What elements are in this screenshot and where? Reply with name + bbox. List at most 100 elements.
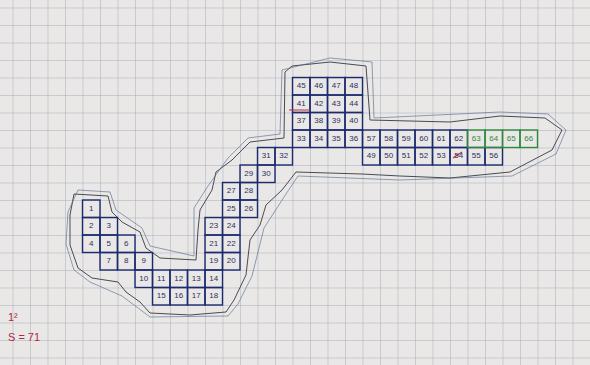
counted-square [258,148,276,166]
square-number: 45 [297,82,306,90]
counted-square [380,148,398,166]
square-number: 64 [489,135,498,143]
square-number: 59 [402,135,411,143]
pencil-outline-second [66,58,566,317]
square-number: 60 [419,135,428,143]
counted-square [223,253,241,271]
square-number: 54 [454,152,463,160]
square-number: 32 [279,152,288,160]
counted-square [240,183,258,201]
counted-square [345,78,363,96]
square-number: 40 [349,117,358,125]
counted-square [450,148,468,166]
square-number: 26 [244,205,253,213]
counted-square [415,148,433,166]
counted-squares [83,78,538,306]
square-number: 48 [349,82,358,90]
square-number: 17 [192,292,201,300]
counted-square [450,130,468,148]
counted-square [83,200,101,218]
square-number: 19 [209,257,218,265]
square-number: 57 [367,135,376,143]
square-number: 42 [314,100,323,108]
square-number: 51 [402,152,411,160]
counted-square [170,288,188,306]
square-number: 29 [244,170,253,178]
square-number: 33 [297,135,306,143]
counted-square [83,218,101,236]
square-number: 28 [244,187,253,195]
square-number: 30 [262,170,271,178]
counted-square [100,253,118,271]
square-number: 58 [384,135,393,143]
square-number: 56 [489,152,498,160]
counted-square [188,270,206,288]
counted-square [328,95,346,113]
square-number: 21 [209,240,218,248]
counted-square [485,148,503,166]
square-number: 35 [332,135,341,143]
pencil-outline [70,62,562,315]
counted-square [328,78,346,96]
square-number: 3 [107,222,111,230]
counted-square [100,235,118,253]
square-number: 61 [437,135,446,143]
square-number: 52 [419,152,428,160]
square-number: 36 [349,135,358,143]
square-number: 43 [332,100,341,108]
square-number: 12 [174,275,183,283]
counted-square [223,218,241,236]
square-number: 20 [227,257,236,265]
counted-square [380,130,398,148]
square-number: 18 [209,292,218,300]
counted-square [328,130,346,148]
square-number: 25 [227,205,236,213]
area-note: 1² [8,312,18,323]
square-number: 50 [384,152,393,160]
square-number: 66 [524,135,533,143]
counted-square [153,288,171,306]
square-number: 2 [89,222,93,230]
square-number: 55 [472,152,481,160]
counted-square [310,95,328,113]
counted-square [293,113,311,131]
counted-square [468,148,486,166]
counted-square [135,253,153,271]
counted-square [223,235,241,253]
counted-square [293,78,311,96]
counted-square [118,235,136,253]
counted-square [468,130,486,148]
square-number: 11 [157,275,165,283]
counted-square [100,218,118,236]
counted-square [83,235,101,253]
square-number: 24 [227,222,236,230]
counted-square [415,130,433,148]
counted-square [240,200,258,218]
counted-square [240,165,258,183]
counted-square [135,270,153,288]
counted-square [520,130,538,148]
counted-square [118,253,136,271]
counted-square [345,130,363,148]
square-number: 38 [314,117,323,125]
square-number: 7 [107,257,111,265]
counted-square [398,148,416,166]
square-number: 37 [297,117,306,125]
square-number: 41 [297,100,306,108]
square-number: 49 [367,152,376,160]
square-number: 47 [332,82,341,90]
square-number: 10 [139,275,148,283]
square-number: 22 [227,240,236,248]
square-number: 5 [107,240,111,248]
counted-square [205,218,223,236]
counted-square [205,253,223,271]
square-number: 6 [124,240,128,248]
square-number: 34 [314,135,323,143]
counted-square [310,113,328,131]
counted-square [153,270,171,288]
square-number: 1 [89,205,93,213]
square-number: 53 [437,152,446,160]
counted-square [258,165,276,183]
